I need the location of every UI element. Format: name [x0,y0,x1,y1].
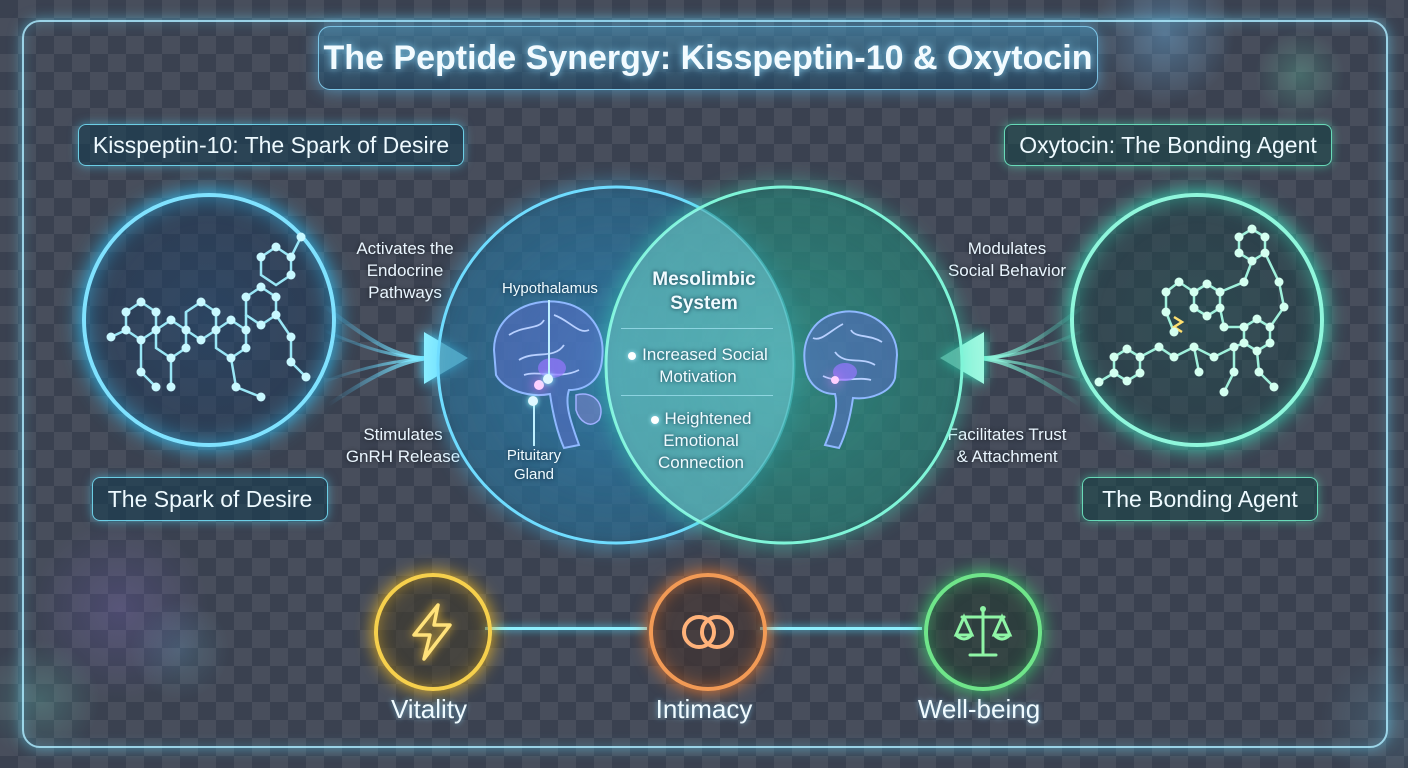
brain-right-icon [803,310,899,450]
hypothalamus-pointer [548,300,550,378]
lightning-bolt-icon [412,603,452,661]
facilitates-trust-text: Facilitates Trust & Attachment [947,425,1067,466]
overlap-bullet-2: Heightened Emotional Connection [626,408,776,474]
molecule-structure-icon [1094,224,1289,397]
overlap-divider [621,328,773,329]
connector-line [485,627,647,630]
hypothalamus-label: Hypothalamus [502,280,598,297]
pituitary-pointer [533,400,535,446]
kisspeptin-molecule [82,193,336,447]
wellbeing-ring [924,573,1042,691]
oxytocin-caption: The Bonding Agent [1082,477,1318,521]
kisspeptin-caption: The Spark of Desire [92,477,328,521]
outer-frame [22,20,1388,748]
page-title: The Peptide Synergy: Kisspeptin-10 & Oxy… [318,26,1098,90]
balance-scale-icon [953,606,1013,657]
pituitary-label: Pituitary Gland [506,447,562,483]
overlap-divider [621,395,773,396]
stimulates-gnrh-text: Stimulates GnRH Release [345,425,461,466]
interlocking-rings-icon [682,615,734,649]
connector-line [760,627,922,630]
hypothalamus-marker [543,374,553,384]
vitality-label: Vitality [390,694,468,724]
modulates-social-text: Modulates Social Behavior [947,239,1067,280]
mesolimbic-title: Mesolimbic System [652,269,756,314]
wellbeing-label: Well-being [917,694,1041,724]
brain-left-icon [492,300,604,450]
intimacy-ring [649,573,767,691]
vitality-ring [374,573,492,691]
activates-endocrine-text: Activates the Endocrine Pathways [356,239,454,302]
intimacy-label: Intimacy [655,694,753,724]
oxytocin-header: Oxytocin: The Bonding Agent [1004,124,1332,166]
overlap-bullet-1: Increased Social Motivation [612,344,784,388]
kisspeptin-header: Kisspeptin-10: The Spark of Desire [78,124,464,166]
pituitary-marker [528,396,538,406]
molecule-structure-icon [106,232,311,402]
oxytocin-molecule [1070,193,1324,447]
